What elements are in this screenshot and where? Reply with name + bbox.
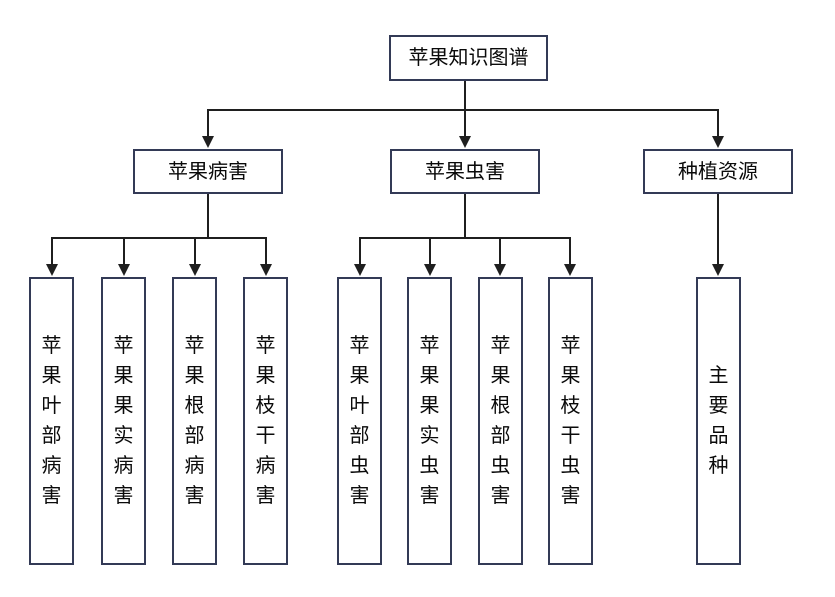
arrowhead-branch-pests [564, 264, 576, 276]
leaf-node-label: 苹 果 根 部 虫 害 [490, 335, 511, 507]
arrowhead-leaf-diseases [46, 264, 58, 276]
root-node-label: 苹果知识图谱 [408, 47, 529, 69]
branch-node-label: 种植资源 [678, 160, 758, 183]
branch-node-label: 苹果病害 [168, 160, 248, 183]
root-node-apple-knowledge-graph: 苹果知识图谱 [389, 35, 548, 81]
arrowhead-pests [459, 136, 471, 148]
branch-node-apple-diseases: 苹果病害 [133, 149, 283, 194]
arrowhead-branch-diseases [260, 264, 272, 276]
leaf-node-label: 苹 果 叶 部 虫 害 [349, 335, 370, 507]
leaf-node-label: 苹 果 果 实 病 害 [113, 335, 134, 507]
leaf-node-label: 苹 果 枝 干 病 害 [255, 335, 276, 507]
arrowhead-diseases [202, 136, 214, 148]
leaf-node-branch-diseases: 苹 果 枝 干 病 害 [243, 277, 288, 565]
leaf-node-main-varieties: 主 要 品 种 [696, 277, 741, 565]
branch-node-label: 苹果虫害 [425, 160, 505, 183]
leaf-node-branch-pests: 苹 果 枝 干 虫 害 [548, 277, 593, 565]
leaf-node-fruit-diseases: 苹 果 果 实 病 害 [101, 277, 146, 565]
leaf-node-label: 苹 果 根 部 病 害 [184, 335, 205, 507]
leaf-node-leaf-pests: 苹 果 叶 部 虫 害 [337, 277, 382, 565]
arrowhead-fruit-pests [424, 264, 436, 276]
leaf-node-label: 主 要 品 种 [708, 365, 729, 477]
leaf-node-root-diseases: 苹 果 根 部 病 害 [172, 277, 217, 565]
leaf-node-fruit-pests: 苹 果 果 实 虫 害 [407, 277, 452, 565]
arrowhead-leaf-pests [354, 264, 366, 276]
arrowhead-root-diseases [189, 264, 201, 276]
leaf-node-leaf-diseases: 苹 果 叶 部 病 害 [29, 277, 74, 565]
arrowhead-fruit-diseases [118, 264, 130, 276]
leaf-node-root-pests: 苹 果 根 部 虫 害 [478, 277, 523, 565]
leaf-node-label: 苹 果 果 实 虫 害 [419, 335, 440, 507]
leaf-node-label: 苹 果 叶 部 病 害 [41, 335, 62, 507]
arrowhead-main-varieties [712, 264, 724, 276]
branch-node-planting-resources: 种植资源 [643, 149, 793, 194]
arrowhead-root-pests [494, 264, 506, 276]
arrowhead-resources [712, 136, 724, 148]
leaf-node-label: 苹 果 枝 干 虫 害 [560, 335, 581, 507]
branch-node-apple-pests: 苹果虫害 [390, 149, 540, 194]
